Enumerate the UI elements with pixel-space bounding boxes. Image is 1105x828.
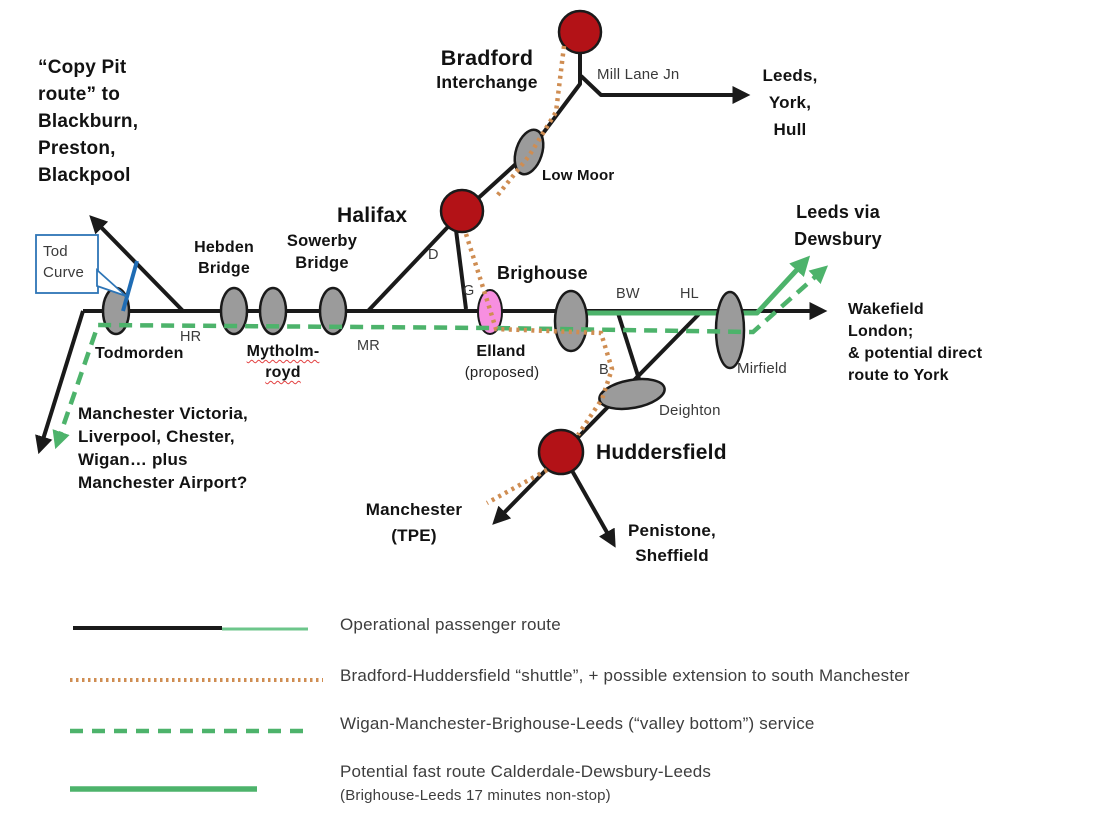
legend-label-valley-bottom: Wigan-Manchester-Brighouse-Leeds (“valle… <box>340 714 815 733</box>
label-mill-lane-jn: Mill Lane Jn <box>597 66 680 83</box>
shuttle-line-bradford-halifax <box>495 45 567 198</box>
label-manchester-tpe: Manchester (TPE) <box>365 500 463 545</box>
label-junction-b: B <box>599 362 609 378</box>
label-bradford-interchange: Interchange <box>436 72 538 92</box>
tod-curve-line <box>121 260 139 312</box>
label-deighton: Deighton <box>659 402 721 419</box>
station-brighouse <box>553 289 589 353</box>
label-leeds-york-hull: Leeds, York, Hull <box>762 66 818 140</box>
label-bradford: Bradford <box>440 46 534 70</box>
label-junction-hr: HR <box>180 329 202 345</box>
label-junction-d: D <box>428 247 439 263</box>
label-wakefield-london: Wakefield London; & potential direct rou… <box>848 301 983 385</box>
label-manchester-victoria: Manchester Victoria, Liverpool, Chester,… <box>78 404 248 493</box>
hub-huddersfield <box>537 428 585 476</box>
label-copy-pit-route: “Copy Pit route” to Blackburn, Preston, … <box>38 57 139 186</box>
legend-label-fast-route: Potential fast route Calderdale-Dewsbury… <box>340 762 712 781</box>
line-to-manchester-victoria <box>35 310 85 455</box>
label-hebden-bridge: Hebden Bridge <box>194 239 254 278</box>
bradford-lowmoor-halifax-line <box>461 50 582 214</box>
label-todmorden: Todmorden <box>95 345 184 362</box>
label-leeds-via-dewsbury: Leeds via Dewsbury <box>794 202 882 249</box>
station-deighton <box>598 377 666 411</box>
bradley-wood-chord <box>616 312 641 380</box>
hub-bradford-interchange <box>557 9 603 55</box>
label-elland-proposed: (proposed) <box>464 364 540 381</box>
label-brighouse: Brighouse <box>497 263 588 283</box>
legend-label-operational: Operational passenger route <box>340 615 561 634</box>
label-mytholmroyd: Mytholm- royd <box>246 343 320 382</box>
label-halifax: Halifax <box>337 204 408 227</box>
label-sowerby-bridge: Sowerby Bridge <box>286 232 358 272</box>
label-elland: Elland <box>476 343 526 360</box>
label-huddersfield: Huddersfield <box>596 441 727 464</box>
label-junction-hl: HL <box>680 286 699 302</box>
shuttle-line-halifax-huddersfield <box>463 233 615 437</box>
tod-curve-callout-pointer <box>96 267 127 297</box>
legend-label-shuttle: Bradford-Huddersfield “shuttle”, + possi… <box>340 666 910 685</box>
mill-lane-leeds-line <box>579 74 751 104</box>
tod-curve-callout-box <box>35 234 99 294</box>
label-low-moor: Low Moor <box>542 167 615 184</box>
label-penistone-sheffield: Penistone, Sheffield <box>628 521 716 565</box>
label-junction-g: G <box>463 283 475 299</box>
label-junction-bw: BW <box>616 286 640 302</box>
label-junction-mr: MR <box>357 338 380 354</box>
label-mirfield: Mirfield <box>737 360 787 377</box>
legend-label-fast-route-sub: (Brighouse-Leeds 17 minutes non-stop) <box>340 787 611 804</box>
tod-curve-callout-text: Tod Curve <box>43 243 85 281</box>
hub-halifax <box>439 188 485 234</box>
